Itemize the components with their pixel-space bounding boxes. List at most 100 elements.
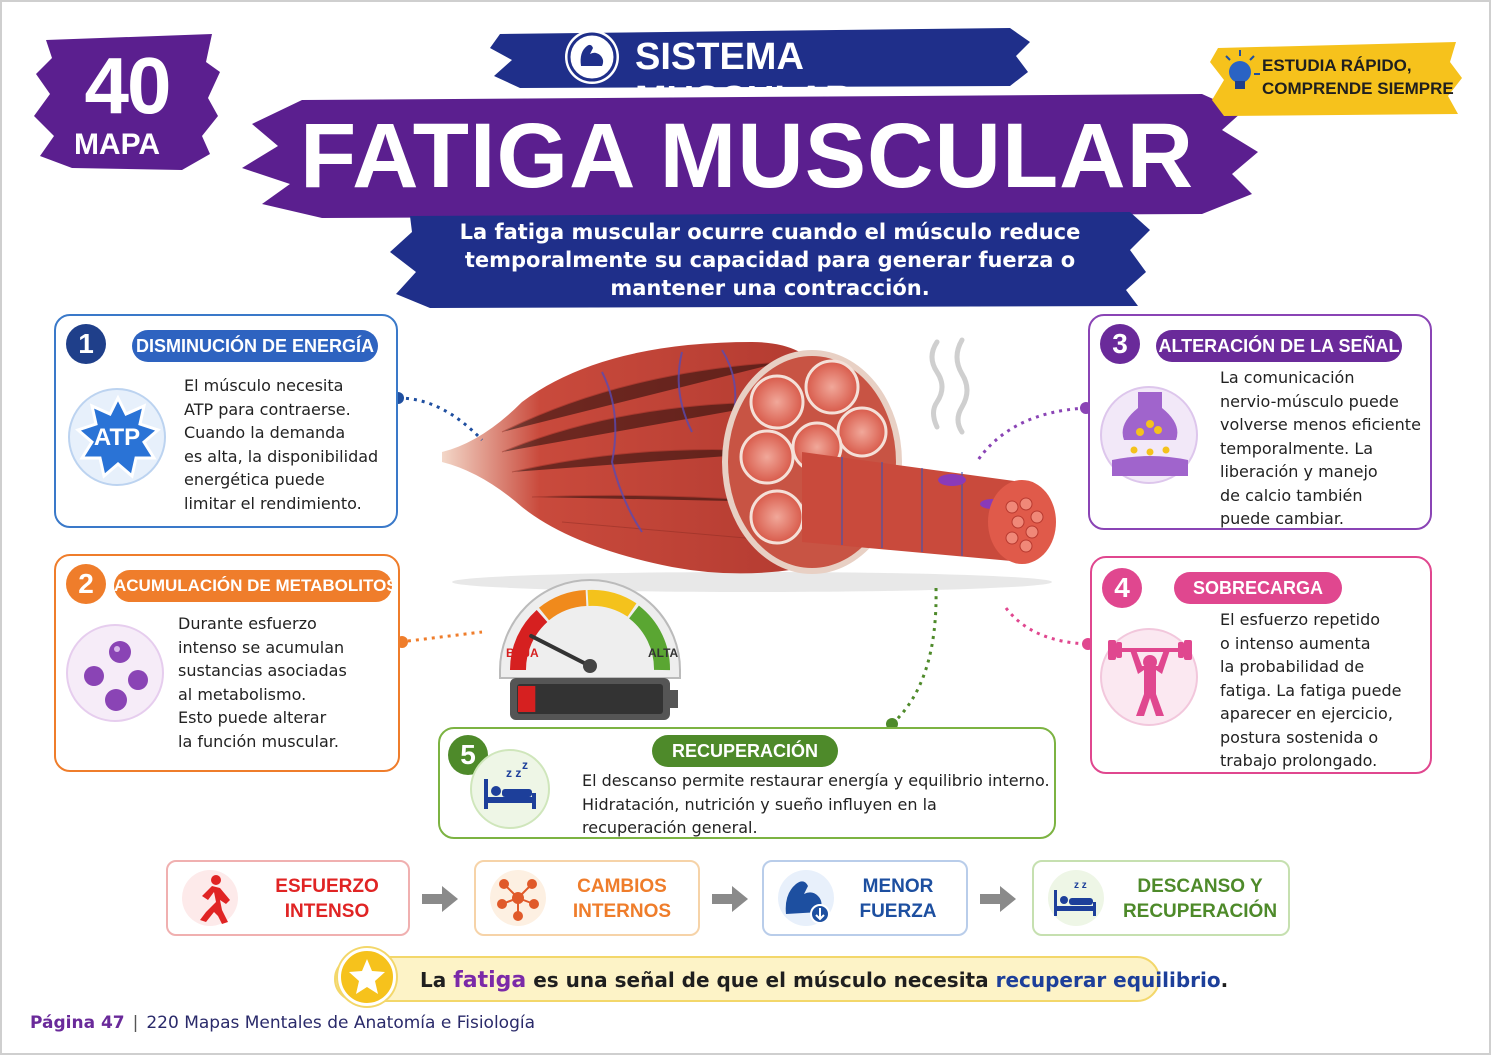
card-text-line: ATP para contraerse. <box>184 399 351 419</box>
card-text-line: intenso se acumulan <box>178 637 345 657</box>
card-text-line: nervio-músculo puede <box>1220 391 1399 411</box>
gauge-needle <box>529 634 592 668</box>
card-text-line: energética puede <box>184 470 325 489</box>
lightbulb-icon <box>1220 50 1260 100</box>
heat-waves-icon <box>929 337 970 435</box>
arrow-right-icon <box>980 886 1016 912</box>
card-text-line: El músculo necesita <box>184 376 344 395</box>
card-text-line: Cuando la demanda <box>184 423 346 442</box>
card-text-line: limitar el rendimiento. <box>184 493 362 513</box>
card-text: Durante esfuerzo intenso se acumulan sus… <box>178 612 392 753</box>
tagline-text: ESTUDIA RÁPIDO, COMPRENDE SIEMPRE <box>1262 54 1462 100</box>
flow-label-line: INTERNOS <box>572 901 672 922</box>
card-number: 3 <box>1100 324 1140 364</box>
card-text-line: Esto puede alterar <box>178 708 327 727</box>
gauge-high-label: ALTA <box>648 646 679 660</box>
book-title: 220 Mapas Mentales de Anatomía e Fisiolo… <box>146 1013 536 1033</box>
card-title: ALTERACIÓN DE LA SEÑAL <box>1156 330 1402 362</box>
tagline-line-1: ESTUDIA RÁPIDO, <box>1262 56 1412 75</box>
card-signal-alteration: 3 ALTERACIÓN DE LA SEÑAL La comunicación… <box>1088 314 1432 530</box>
card-text-line: recuperación general. <box>582 818 758 837</box>
card-metabolite-accumulation: 2 ACUMULACIÓN DE METABOLITOS Durante esf… <box>54 554 400 772</box>
card-text-line: El descanso permite restaurar energía y … <box>582 771 1050 790</box>
battery-fill <box>518 686 536 712</box>
card-text-line: postura sostenida o <box>1220 727 1379 747</box>
flow-step-less-force: MENOR FUERZA <box>762 860 968 936</box>
card-title: DISMINUCIÓN DE ENERGÍA <box>132 330 378 362</box>
main-title: FATIGA MUSCULAR <box>299 105 1195 207</box>
flow-step-rest-recovery: z z DESCANSO Y RECUPERACIÓN <box>1032 860 1290 936</box>
card-text: El descanso permite restaurar energía y … <box>582 769 1052 840</box>
purple-brush-badge <box>34 34 220 170</box>
purple-brush-title <box>242 94 1258 218</box>
card-text-line: Durante esfuerzo <box>178 614 317 633</box>
page-footer: Página 47|220 Mapas Mentales de Anatomía… <box>30 1013 535 1033</box>
flow-label-line: DESCANSO Y <box>1137 876 1263 897</box>
card-text: La comunicación nervio-músculo puede vol… <box>1220 366 1430 531</box>
map-number: 40 <box>84 41 172 130</box>
card-text-line: la probabilidad de <box>1220 657 1365 676</box>
card-text-line: es alta, la disponibilidad <box>184 446 379 466</box>
arrow-right-icon <box>422 886 458 912</box>
gauge-low-label: BAJA <box>506 646 539 660</box>
card-title: ACUMULACIÓN DE METABOLITOS <box>114 570 398 602</box>
card-text-line: aparecer en ejercicio, <box>1220 704 1393 723</box>
flow-step-intense-effort: ESFUERZO INTENSO <box>166 860 410 936</box>
atp-label: ATP <box>93 424 141 451</box>
summary-highlight-fatigue: fatiga <box>453 968 527 993</box>
card-text-line: El esfuerzo repetido <box>1220 610 1381 629</box>
card-text-line: o intenso aumenta <box>1220 633 1371 653</box>
summary-banner: La fatiga es una señal de que el músculo… <box>334 956 1228 1002</box>
summary-text: La fatiga es una señal de que el músculo… <box>420 968 1228 993</box>
card-text-line: puede cambiar. <box>1220 509 1345 528</box>
study-tagline: ESTUDIA RÁPIDO, COMPRENDE SIEMPRE <box>1210 40 1462 118</box>
card-text-line: volverse menos eficiente <box>1220 415 1421 434</box>
atp-burst-icon: ATP <box>68 388 166 486</box>
summary-text-part: es una señal de que el músculo necesita <box>526 968 996 992</box>
flow-label-line: CAMBIOS <box>577 876 667 897</box>
tagline-line-2: COMPRENDE SIEMPRE <box>1262 79 1454 98</box>
yellow-brush-tagline <box>1210 42 1462 116</box>
card-recovery: 5 RECUPERACIÓN z z z El descanso permite… <box>438 727 1056 839</box>
fatigue-gauge: BAJA ALTA <box>490 570 690 730</box>
page-number: Página 47 <box>30 1013 125 1033</box>
muscle-illustration <box>442 337 1056 592</box>
card-number: 4 <box>1102 568 1142 608</box>
weightlifter-icon <box>1100 628 1198 726</box>
running-person-icon <box>182 870 238 926</box>
card-number: 1 <box>66 324 106 364</box>
weak-arm-icon <box>778 870 834 926</box>
svg-text:z z: z z <box>1074 880 1087 891</box>
card-text-line: trabajo prolongado. <box>1220 751 1378 770</box>
definition-banner: La fatiga muscular ocurre cuando el músc… <box>390 210 1150 310</box>
flexed-arm-icon <box>565 30 619 84</box>
card-number: 2 <box>66 564 106 604</box>
sleeping-bed-icon: z z z <box>470 749 550 829</box>
map-number-badge: 40 MAPA <box>32 32 222 172</box>
arrow-right-icon <box>712 886 748 912</box>
main-title-banner: FATIGA MUSCULAR <box>242 90 1262 220</box>
svg-text:z z: z z <box>506 766 521 780</box>
card-text-line: Hidratación, nutrición y sueño influyen … <box>582 794 937 814</box>
navy-brush-banner <box>490 28 1030 88</box>
card-text-line: la función muscular. <box>178 731 339 751</box>
flow-step-label: CAMBIOS INTERNOS <box>560 874 684 924</box>
star-icon <box>338 948 396 1006</box>
card-energy-decrease: 1 DISMINUCIÓN DE ENERGÍA ATP El músculo … <box>54 314 398 528</box>
summary-text-part: La <box>420 968 454 992</box>
definition-text: La fatiga muscular ocurre cuando el músc… <box>459 220 1081 300</box>
synapse-icon <box>1100 386 1198 484</box>
flow-step-label: MENOR FUERZA <box>848 874 948 924</box>
navy-brush-definition <box>390 212 1150 308</box>
card-text-line: de calcio también <box>1220 485 1363 505</box>
card-title: RECUPERACIÓN <box>652 735 838 767</box>
muscle-fiber-bundle <box>802 452 1037 562</box>
summary-text-part: . <box>1220 968 1229 992</box>
flow-step-internal-changes: CAMBIOS INTERNOS <box>474 860 700 936</box>
summary-highlight-balance: recuperar equilibrio <box>995 968 1221 992</box>
card-text-line: temporalmente. La <box>1220 438 1374 458</box>
sleeping-bed-icon: z z <box>1048 870 1104 926</box>
card-text: El esfuerzo repetido o intenso aumenta l… <box>1220 608 1430 773</box>
flow-step-label: DESCANSO Y RECUPERACIÓN <box>1118 874 1282 924</box>
